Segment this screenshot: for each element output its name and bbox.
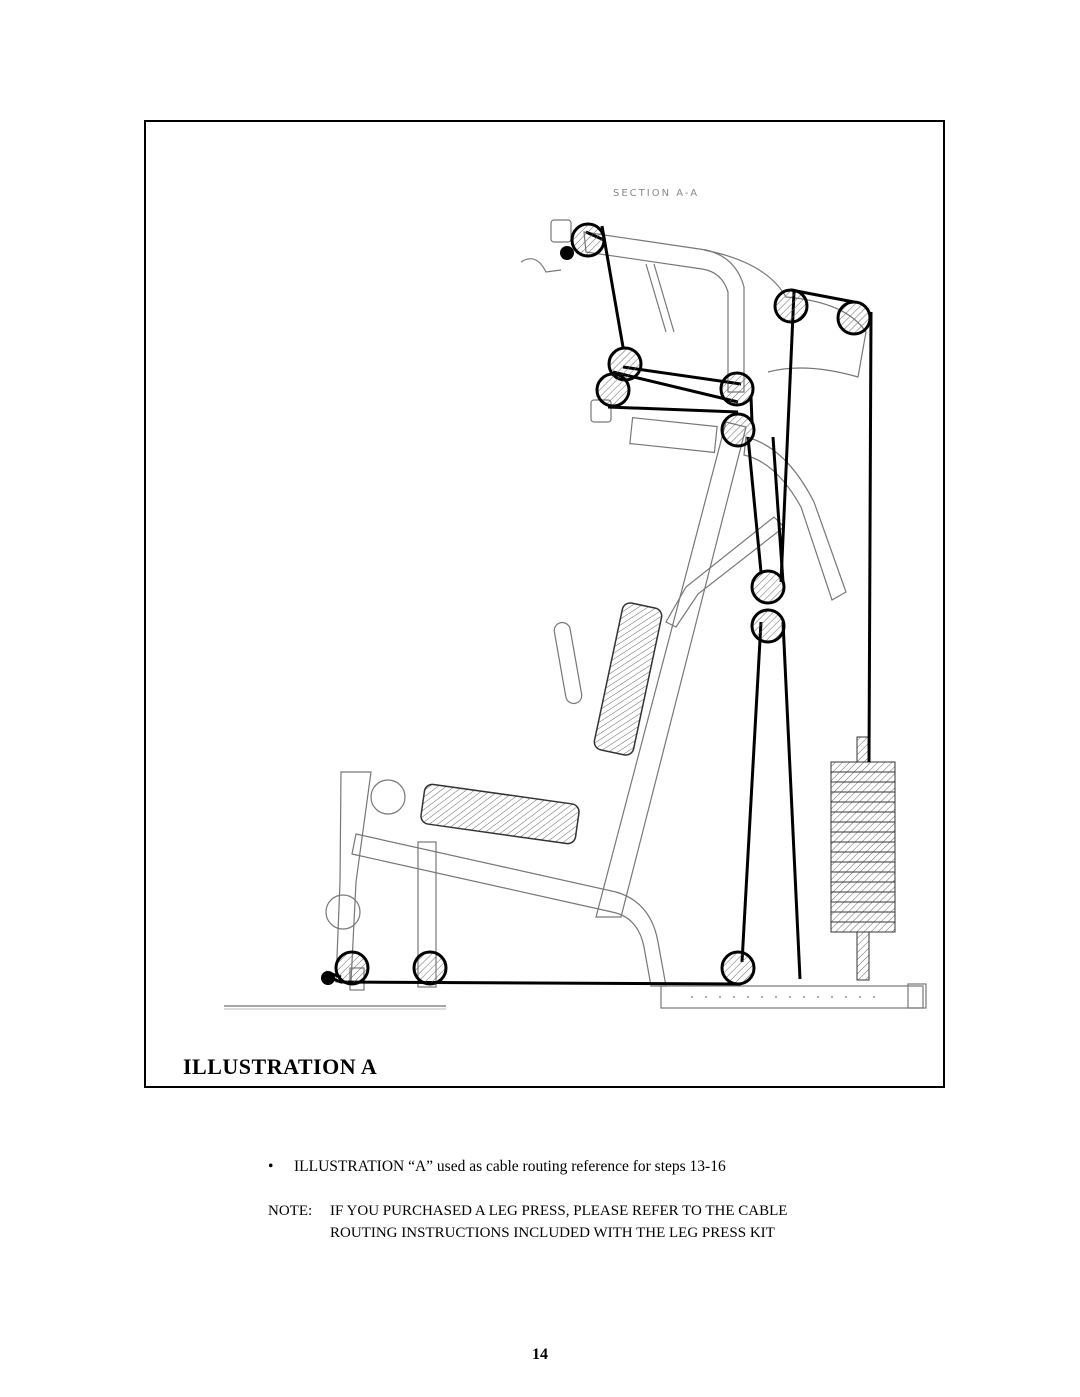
bullet-symbol: • <box>268 1158 274 1175</box>
lower-seat-pad <box>420 783 580 845</box>
bullet-item: • ILLUSTRATION “A” used as cable routing … <box>268 1158 726 1176</box>
back-pad <box>593 602 663 756</box>
page-number: 14 <box>532 1346 548 1363</box>
pulleys <box>334 222 872 986</box>
note-text: IF YOU PURCHASED A LEG PRESS, PLEASE REF… <box>330 1203 788 1241</box>
weight-stack <box>830 736 896 981</box>
main-frame <box>553 231 867 918</box>
note-label: NOTE: <box>268 1203 313 1219</box>
floor-line <box>224 1005 446 1010</box>
cable <box>325 225 873 986</box>
illustration-frame: SECTION A-A ILLUSTRATION A <box>144 120 945 1088</box>
base-rail <box>660 983 927 1009</box>
illustration-title: ILLUSTRATION A <box>183 1054 378 1079</box>
bullet-text: ILLUSTRATION “A” used as cable routing r… <box>294 1158 726 1175</box>
cable-routing-diagram <box>224 219 927 1010</box>
section-label: SECTION A-A <box>613 188 700 199</box>
cable-end-ball-top <box>560 246 574 260</box>
cable-end-ball-bottom <box>321 971 335 985</box>
